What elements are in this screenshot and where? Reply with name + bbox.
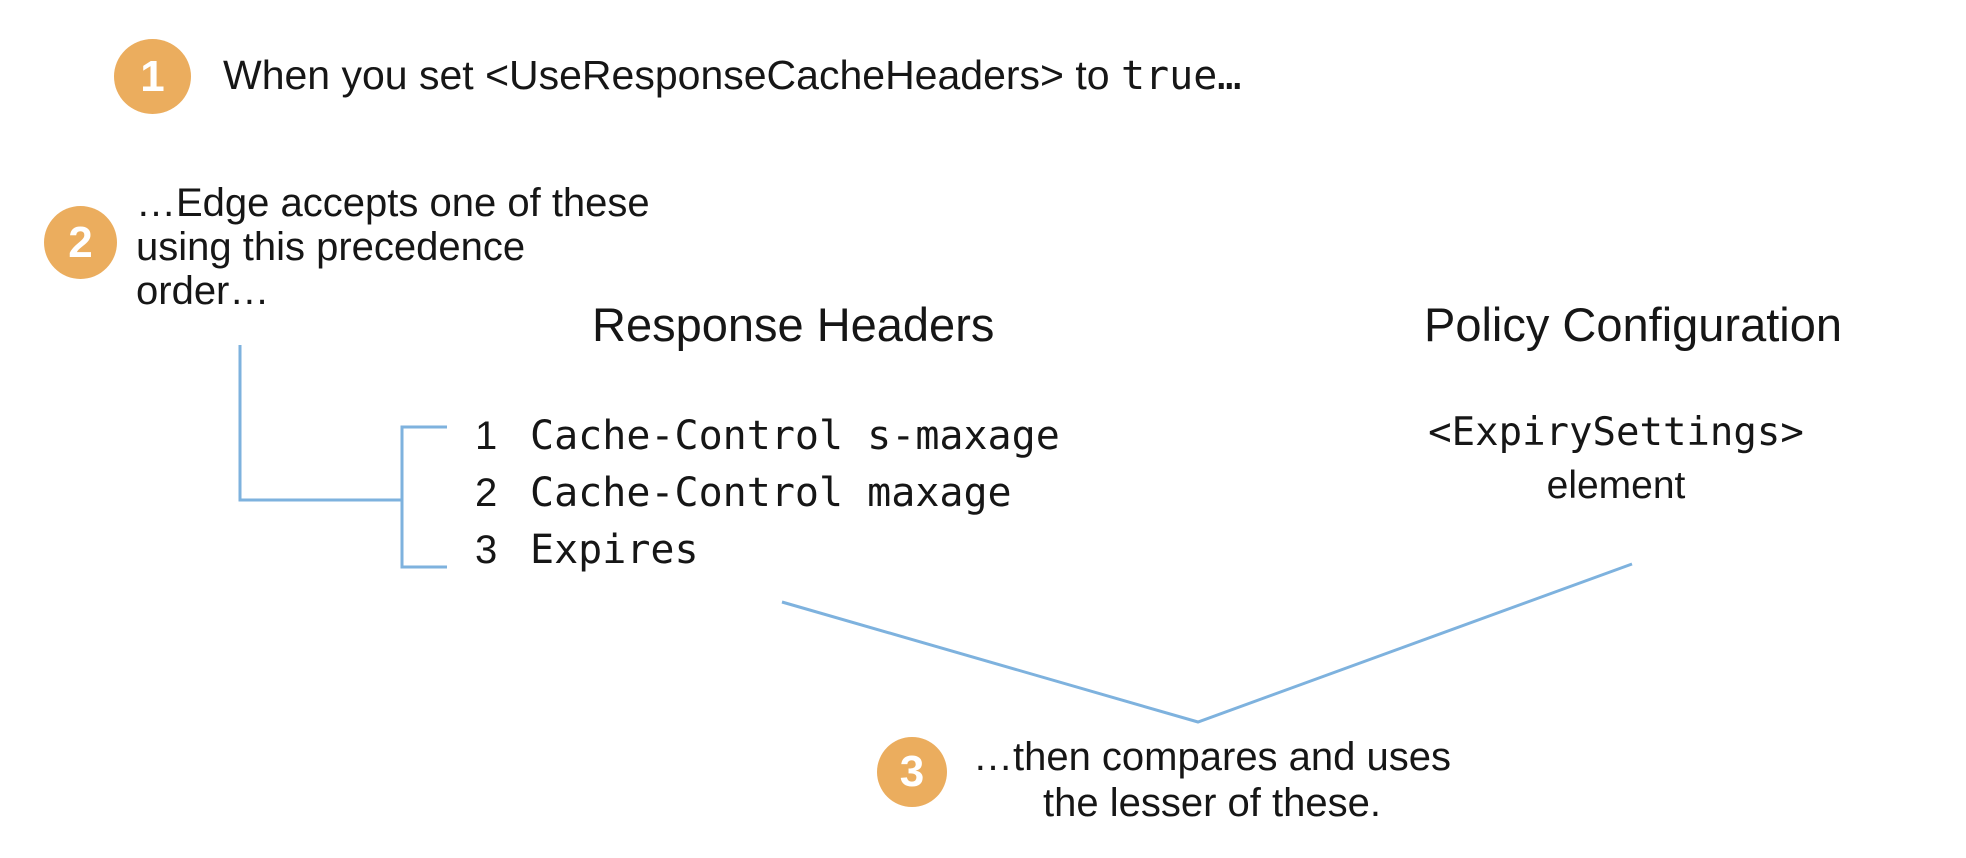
precedence-list: 1 Cache-Control s-maxage 2 Cache-Control…: [475, 416, 1060, 587]
element-caption: element: [1546, 464, 1686, 507]
list-item-text: Cache-Control maxage: [530, 470, 1012, 516]
expiry-settings-block: <ExpirySettings> element: [1410, 410, 1822, 508]
list-item: 3 Expires: [475, 530, 1060, 570]
list-bracket-line: [400, 425, 447, 569]
step-1-badge: 1: [114, 39, 191, 114]
step-3-number: 3: [899, 747, 925, 796]
policy-configuration-title: Policy Configuration: [1424, 298, 1842, 351]
list-item-text: Expires: [530, 527, 699, 573]
list-item-number: 1: [475, 414, 498, 458]
step-3-badge: 3: [877, 737, 947, 807]
converge-v-lines: [781, 562, 1633, 724]
step-1-text: When you set <UseResponseCacheHeaders> t…: [223, 52, 1241, 99]
precedence-connector-line: [238, 345, 402, 502]
step-1-code-true: true…: [1120, 53, 1242, 99]
step-2-badge: 2: [44, 206, 117, 279]
step-1-number: 1: [140, 51, 165, 101]
list-item-text: Cache-Control s-maxage: [530, 413, 1060, 459]
list-item-number: 2: [475, 471, 498, 515]
response-headers-title: Response Headers: [592, 298, 995, 351]
step-2-text: …Edge accepts one of these using this pr…: [136, 181, 650, 313]
list-item: 1 Cache-Control s-maxage: [475, 416, 1060, 456]
list-item-number: 3: [475, 528, 498, 572]
list-item: 2 Cache-Control maxage: [475, 473, 1060, 513]
expiry-settings-code: <ExpirySettings>: [1428, 410, 1804, 455]
step-1-text-prefix: When you set <UseResponseCacheHeaders> t…: [223, 52, 1121, 98]
step-2-number: 2: [68, 217, 93, 267]
step-3-text: …then compares and uses the lesser of th…: [972, 735, 1452, 825]
